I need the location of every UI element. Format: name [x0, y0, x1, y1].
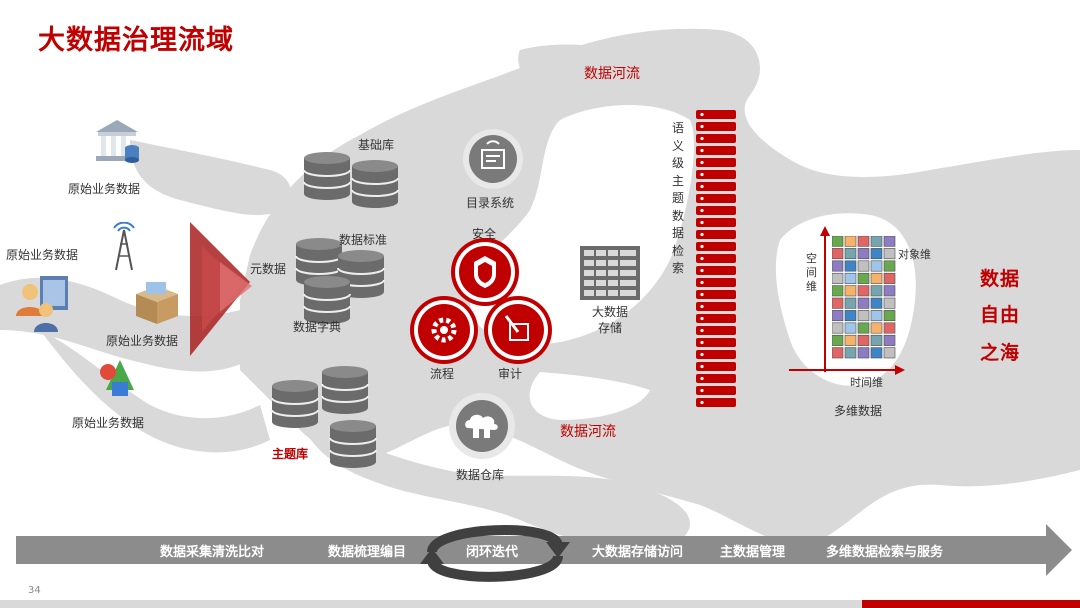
warehouse-label: 数据仓库	[456, 468, 505, 482]
cycle-arrows-icon	[420, 525, 570, 582]
source-label-2: 原始业务数据	[6, 248, 79, 262]
funnel-arrow	[190, 222, 252, 356]
catalog-icon	[463, 129, 523, 189]
footer-line	[0, 600, 1080, 608]
server-rack-icon	[580, 246, 640, 300]
box-icon	[136, 282, 178, 324]
shapes-icon	[100, 360, 134, 396]
data-cube-icon	[832, 236, 896, 359]
source-label-1: 原始业务数据	[68, 182, 141, 196]
sea-line-3: 之海	[980, 342, 1021, 364]
security-label: 安全	[472, 227, 497, 241]
river-bottom-label: 数据河流	[560, 424, 616, 440]
store-base-label: 基础库	[358, 138, 395, 152]
sea-line-2: 自由	[980, 304, 1021, 326]
source-label-3: 原始业务数据	[106, 334, 179, 348]
store-subject-label: 主题库	[272, 447, 309, 461]
audit-pen-icon	[484, 296, 552, 364]
page-number: 34	[28, 585, 41, 596]
multidim-axes	[789, 226, 905, 375]
antenna-tower-icon	[113, 222, 135, 271]
semantic-index-column	[696, 110, 736, 407]
multidim-label: 多维数据	[834, 404, 883, 418]
bigdata-storage-label: 大数据存储	[592, 305, 629, 335]
time-dim-label: 时间维	[850, 376, 883, 389]
bar-item-catalog: 数据梳理编目	[328, 545, 407, 560]
store-standard-label: 数据标准	[339, 233, 388, 247]
bar-item-iterate: 闭环迭代	[466, 545, 519, 560]
source-label-4: 原始业务数据	[72, 416, 145, 430]
bar-item-collect: 数据采集清洗比对	[160, 545, 265, 560]
footer-accent	[862, 600, 1080, 608]
river-top-label: 数据河流	[584, 66, 640, 82]
sea-line-1: 数据	[980, 268, 1021, 290]
gear-icon	[410, 296, 478, 364]
bar-item-master: 主数据管理	[720, 545, 786, 560]
process-label: 流程	[430, 367, 455, 381]
process-bar	[16, 524, 1072, 576]
bank-icon	[96, 120, 139, 163]
catalog-label: 目录系统	[466, 196, 515, 210]
cloud-server-icon	[449, 393, 515, 459]
bar-item-search: 多维数据检索与服务	[826, 545, 944, 560]
audit-label: 审计	[498, 367, 523, 381]
space-dim-label: 空间维	[806, 252, 817, 293]
object-dim-label: 对象维	[898, 248, 931, 261]
shield-icon	[451, 238, 519, 306]
bar-item-storage: 大数据存储访问	[592, 545, 684, 560]
semantic-index-label: 语义级主题数据检索	[671, 121, 684, 275]
page-title: 大数据治理流域	[38, 25, 234, 56]
governance-gears	[410, 238, 552, 364]
users-icon	[16, 276, 68, 332]
store-dictionary-label: 数据字典	[293, 320, 342, 334]
metadata-label: 元数据	[250, 262, 287, 276]
